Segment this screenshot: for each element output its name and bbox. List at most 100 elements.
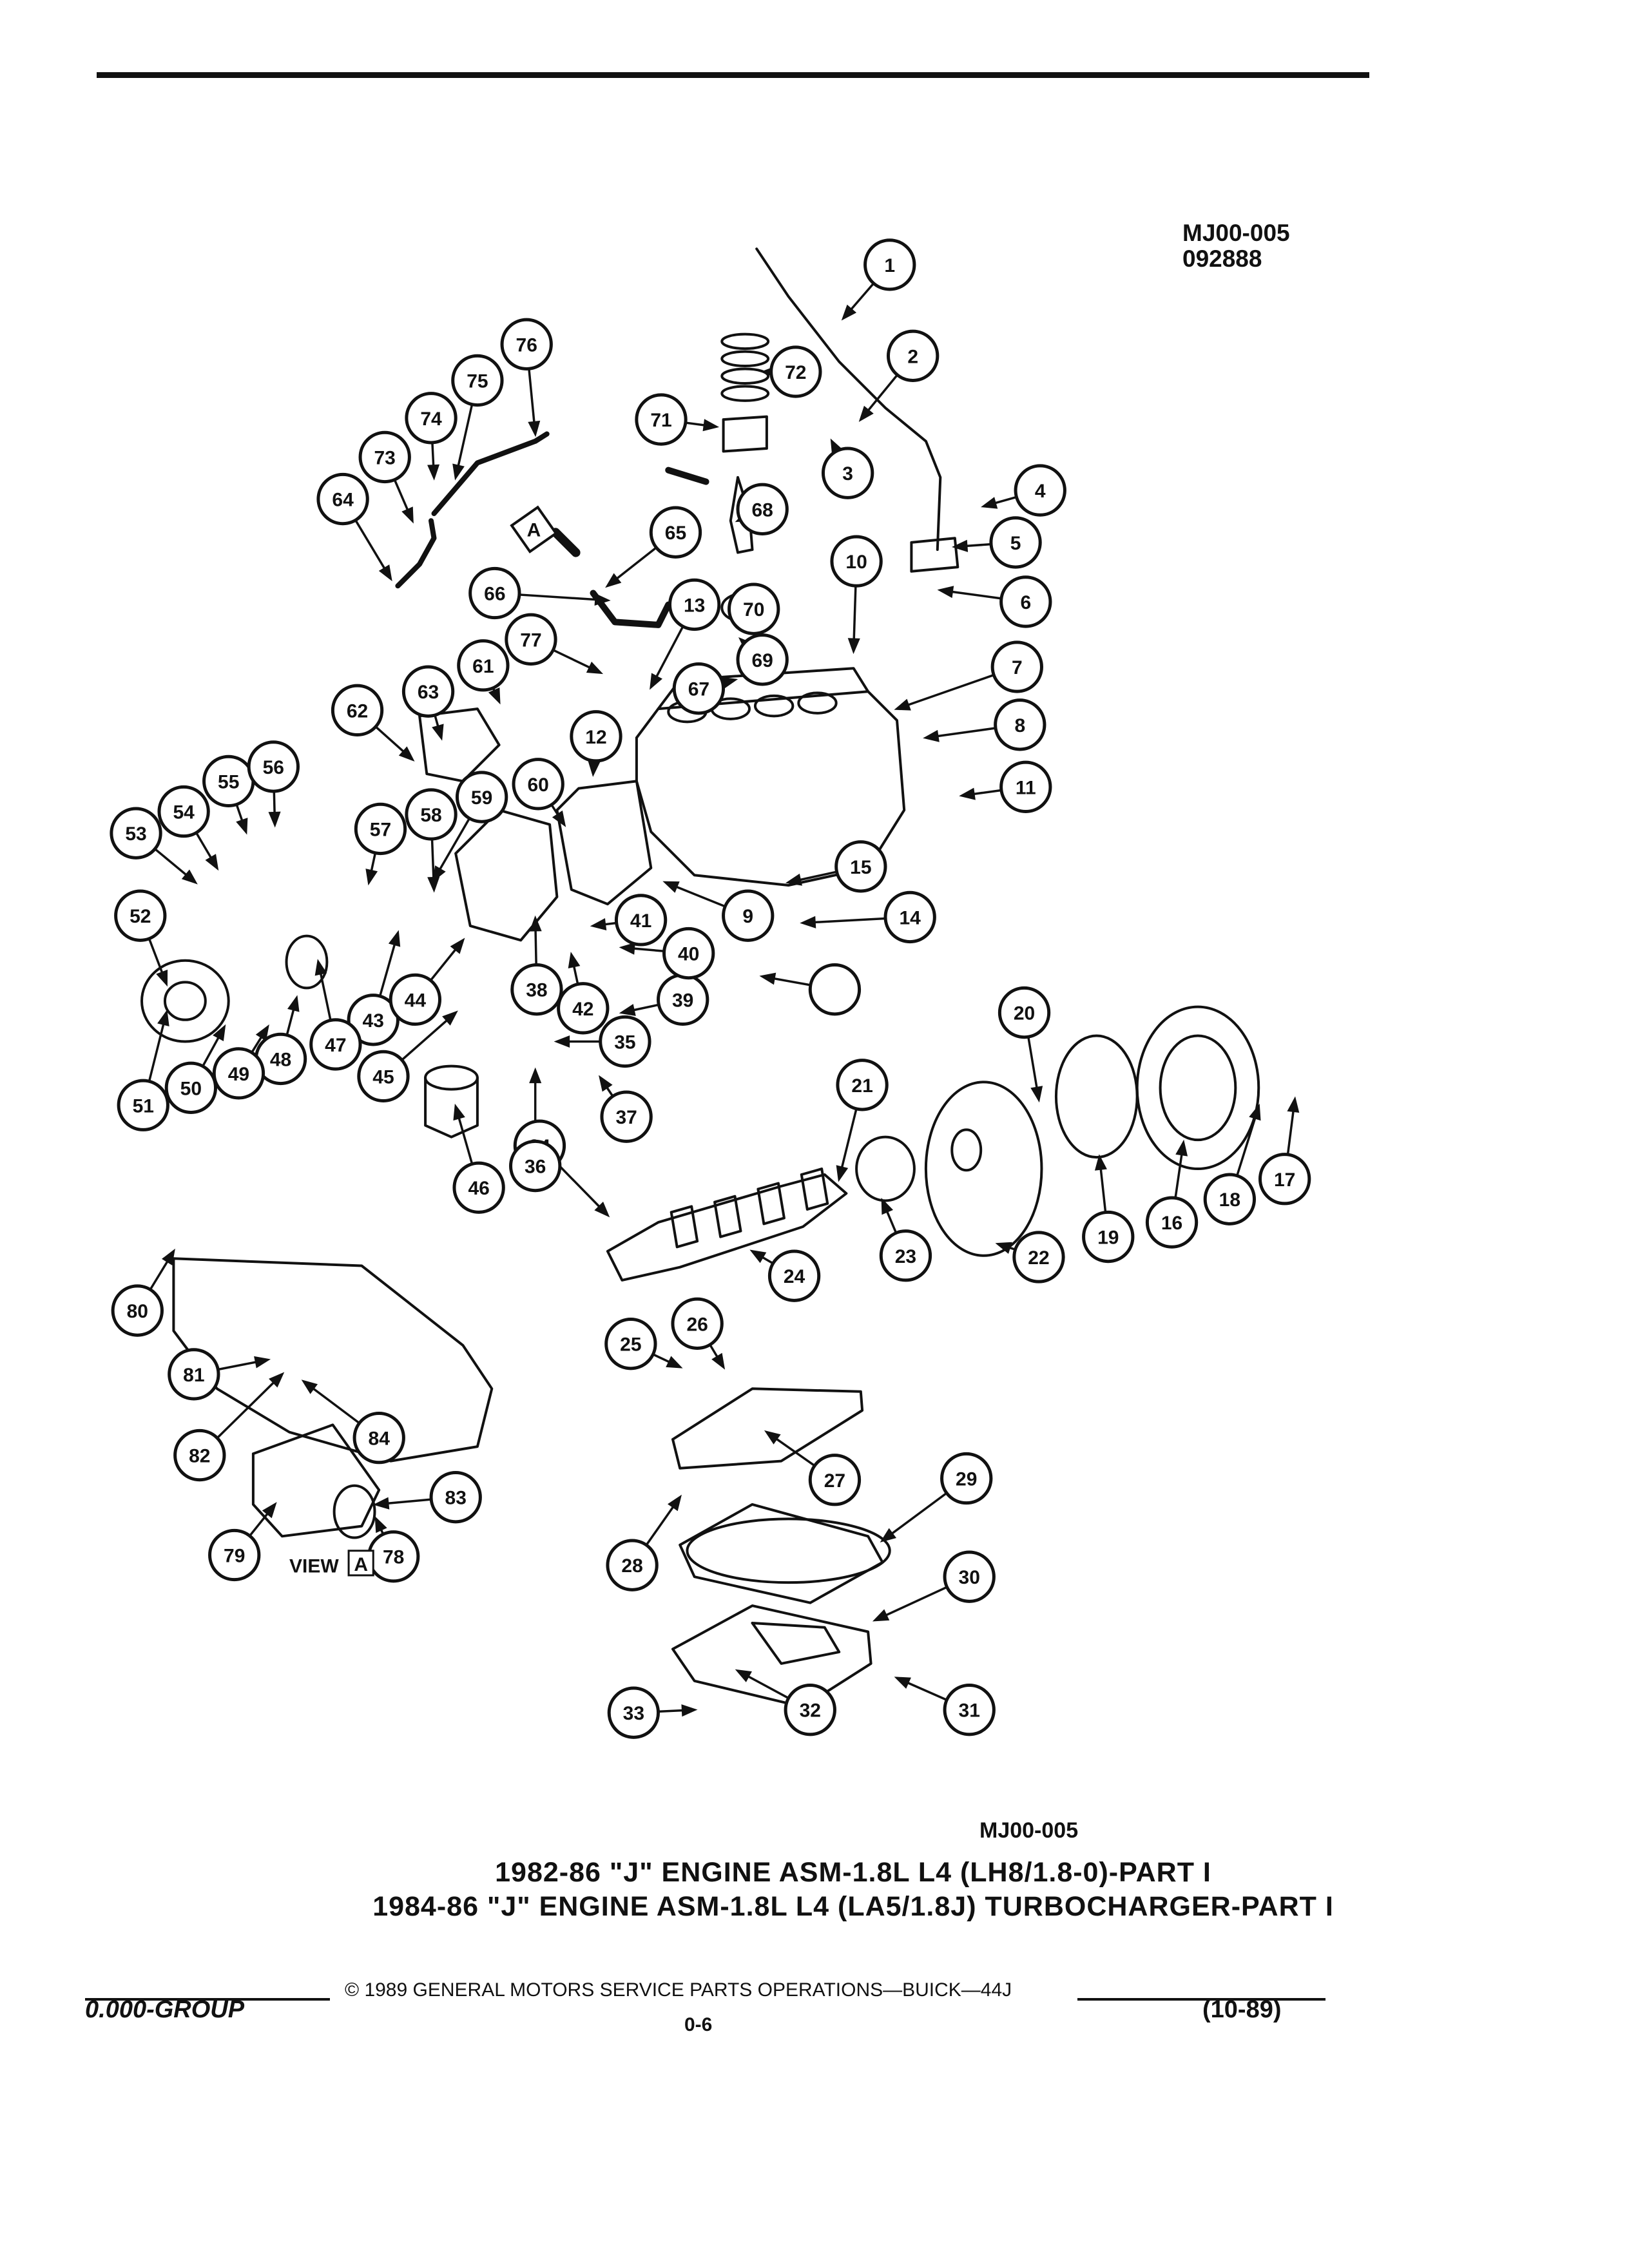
leader-arrowhead: [205, 854, 219, 871]
callout-number: 69: [751, 650, 773, 671]
callout-71: 71: [635, 393, 688, 446]
callout-37: 37: [600, 1090, 653, 1143]
callout-number: 23: [895, 1246, 916, 1267]
callout-circle: [736, 483, 789, 535]
callout-circle: [208, 1528, 261, 1582]
callout-circle: [836, 1059, 889, 1111]
exploded-engine-diagram: 1234567891011121314151617181920212223242…: [110, 238, 1311, 1739]
leader-arrowhead: [619, 942, 635, 955]
callout-21: 21: [836, 1059, 889, 1111]
callout-11: 11: [999, 760, 1052, 814]
callout-18: 18: [1203, 1173, 1257, 1225]
dipstick-tube-bracket: [910, 537, 959, 573]
callout-circle: [168, 1348, 220, 1401]
callout-circle: [331, 684, 384, 737]
figure-reference-code: MJ00-005: [979, 1818, 1079, 1843]
callout-number: 1: [884, 255, 895, 276]
callout-12: 12: [570, 710, 622, 763]
leader-arrowhead: [667, 1494, 682, 1512]
leader-arrowhead: [269, 1372, 285, 1388]
leader-line: [811, 917, 886, 924]
leader-arrowhead: [666, 1356, 683, 1369]
callout-number: 78: [383, 1547, 404, 1568]
leader-arrowhead: [268, 811, 281, 828]
callout-number: 24: [784, 1266, 805, 1287]
leader-arrowhead: [236, 818, 248, 835]
callout-39: 39: [657, 973, 709, 1026]
callout-62: 62: [331, 684, 384, 737]
callout-circle: [769, 345, 822, 398]
leader-line: [216, 1379, 277, 1439]
oil-pump-housing: [454, 809, 559, 942]
leader-line: [217, 1360, 259, 1371]
leader-line: [393, 479, 410, 514]
leader-line: [202, 1034, 221, 1067]
leader-arrowhead: [365, 869, 378, 886]
leader-arrowhead: [552, 810, 566, 827]
leader-arrowhead: [800, 916, 816, 928]
leader-arrowhead: [157, 1009, 169, 1027]
callout-77: 77: [505, 613, 557, 666]
pressure-plate: [1135, 1005, 1260, 1171]
piston: [722, 415, 768, 453]
leader-arrowhead: [1030, 1086, 1043, 1103]
leader-line: [883, 1586, 948, 1618]
oil-filter: [424, 1076, 479, 1139]
callout-circle: [357, 1050, 410, 1103]
callout-number: 25: [620, 1334, 641, 1356]
footer-rule-left: [85, 1998, 330, 2001]
view-a-arrow: [551, 528, 581, 557]
leader-arrowhead: [450, 937, 465, 954]
leader-line: [354, 519, 387, 572]
callout-8: 8: [994, 698, 1046, 751]
callout-number: 50: [180, 1078, 202, 1099]
leader-arrowhead: [650, 673, 662, 690]
callout-19: 19: [1082, 1210, 1135, 1264]
callout-circle: [352, 1411, 405, 1465]
callout-7: 7: [990, 640, 1043, 693]
footer-rule-right: [1077, 1998, 1325, 2001]
callout-number: 8: [1014, 715, 1025, 736]
callout-circle: [468, 566, 521, 620]
leader-arrowhead: [702, 419, 720, 432]
callout-number: 62: [347, 700, 368, 722]
starter-inset-block: [172, 1257, 494, 1463]
callout-number: 71: [650, 410, 671, 431]
callout-circle: [830, 535, 883, 588]
callout-84: 84: [352, 1411, 405, 1465]
callout-45: 45: [357, 1050, 410, 1103]
callout-circle: [509, 1139, 562, 1193]
callout-41: 41: [614, 894, 668, 947]
oil-pan-gasket-outline: [679, 1503, 884, 1604]
callout-51: 51: [117, 1079, 169, 1131]
callout-circle: [510, 963, 563, 1016]
callout-number: 13: [684, 595, 705, 616]
callout-circle: [114, 889, 167, 942]
leader-line: [148, 938, 164, 976]
callout-number: 35: [614, 1032, 635, 1053]
callout-10: 10: [830, 535, 883, 588]
leader-line: [249, 1510, 271, 1537]
callout-circle: [728, 582, 780, 635]
leader-line: [853, 586, 857, 642]
callout-number: 51: [133, 1095, 154, 1117]
callout-number: 12: [585, 727, 606, 748]
leader-arrowhead: [681, 1704, 698, 1717]
callout-circle: [1012, 1231, 1065, 1283]
callout-number: 73: [374, 447, 396, 468]
callout-54: 54: [157, 785, 210, 838]
callout-circle: [994, 698, 1046, 751]
callout-circle: [668, 578, 721, 631]
leader-arrowhead: [378, 564, 392, 582]
leader-line: [154, 848, 189, 878]
callout-number: 21: [851, 1075, 872, 1097]
callout-circle: [110, 807, 162, 860]
callout-56: 56: [247, 740, 300, 793]
callout-number: 31: [959, 1700, 980, 1722]
callout-number: 63: [418, 682, 439, 703]
callout-number: 14: [899, 907, 921, 928]
callout-circle: [767, 1249, 821, 1302]
leader-line: [905, 673, 994, 707]
callout-circle: [316, 472, 369, 526]
leader-arrowhead: [453, 1103, 465, 1121]
